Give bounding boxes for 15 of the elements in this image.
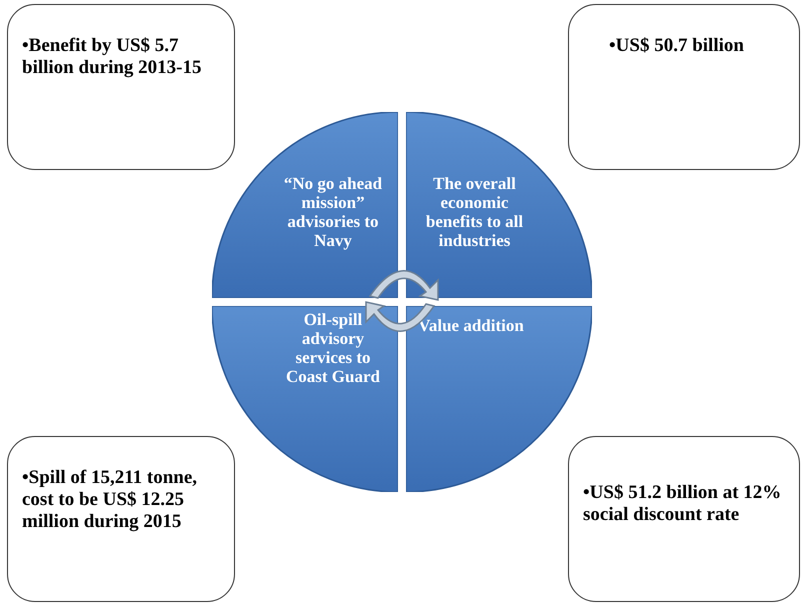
- bullet-text: •Benefit by US$ 5.7 billion during 2013-15: [22, 35, 202, 79]
- text-card: [568, 436, 800, 602]
- bullet-text: •US$ 50.7 billion: [609, 35, 745, 57]
- segment-title: Value addition: [417, 316, 525, 335]
- quadrant-segment: [212, 112, 398, 298]
- segment-title: “No go ahead mission” advisories to Navy: [282, 174, 384, 250]
- text-card: [7, 4, 235, 170]
- bullet-text: •US$ 51.2 billion at 12% social discount rate: [583, 482, 782, 526]
- bullet-text: •Spill of 15,211 tonne, cost to be US$ 12.25 million during 2015: [22, 467, 198, 533]
- quadrant-segment: [212, 306, 398, 492]
- segment-title: The overall economic benefits to all industries: [424, 174, 524, 250]
- segment-title: Oil-spill advisory services to Coast Guard: [285, 310, 381, 386]
- text-card: [568, 4, 800, 170]
- quadrant-segment: [406, 112, 592, 298]
- text-card: [7, 436, 235, 602]
